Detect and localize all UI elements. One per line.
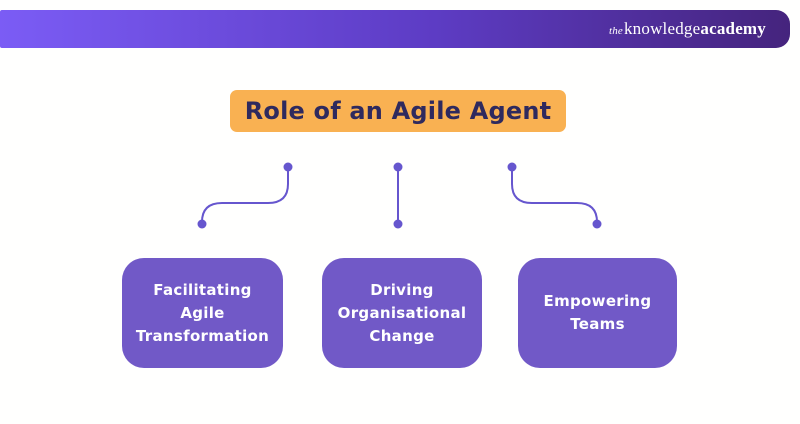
connector-right-curve	[511, 167, 598, 224]
role-box-label: Facilitating Agile Transformation	[135, 280, 270, 345]
connector-dot	[592, 219, 602, 229]
connector-dot	[197, 219, 207, 229]
header-bar: theknowledgeacademy	[0, 10, 790, 48]
connector-dot	[393, 162, 403, 172]
connector-dot	[393, 219, 403, 229]
role-box-driving-organisational-change: Driving Organisational Change	[322, 258, 482, 368]
title-banner: Role of an Agile Agent	[230, 90, 566, 132]
connector-dot	[283, 162, 293, 172]
connector-dot	[507, 162, 517, 172]
page-title: Role of an Agile Agent	[244, 97, 552, 125]
brand-logo: theknowledgeacademy	[609, 19, 790, 39]
role-box-label: Empowering Teams	[543, 292, 652, 333]
role-box-label: Driving Organisational Change	[337, 280, 467, 345]
connector-left-curve	[201, 167, 289, 224]
brand-logo-the: the	[608, 25, 623, 37]
brand-logo-knowledge: knowledge	[623, 19, 701, 38]
role-box-empowering-teams: Empowering Teams	[518, 258, 677, 368]
brand-logo-academy: academy	[700, 19, 766, 38]
role-box-facilitating-agile-transformation: Facilitating Agile Transformation	[122, 258, 283, 368]
